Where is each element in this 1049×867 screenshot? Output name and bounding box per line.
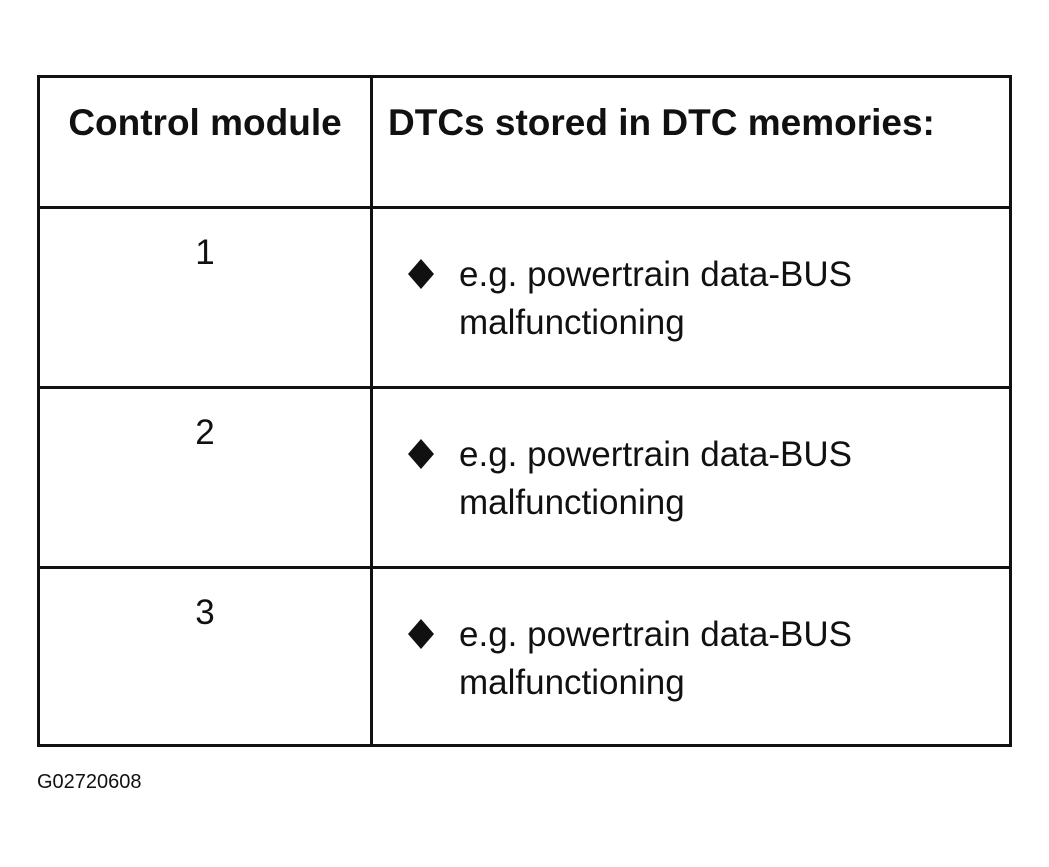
module-number: 3 [195,593,215,632]
table-row: 3 e.g. powertrain data-BUS malfunctionin… [40,569,1009,744]
diamond-bullet-icon [408,619,434,649]
dtc-description: e.g. powertrain data-BUS malfunctioning [459,615,852,702]
dtc-description: e.g. powertrain data-BUS malfunctioning [459,255,852,342]
table-header-row: Control module DTCs stored in DTC memori… [40,78,1009,209]
module-number: 1 [195,233,215,272]
dtc-description: e.g. powertrain data-BUS malfunctioning [459,435,852,522]
column-divider [370,78,373,206]
header-dtcs-stored: DTCs stored in DTC memories: [388,102,935,143]
header-control-module: Control module [68,102,342,143]
column-divider [370,389,373,566]
diamond-bullet-icon [408,439,434,469]
module-number: 2 [195,413,215,452]
table-row: 1 e.g. powertrain data-BUS malfunctionin… [40,209,1009,389]
column-divider [370,569,373,744]
dtc-table: Control module DTCs stored in DTC memori… [37,75,1012,747]
diamond-bullet-icon [408,259,434,289]
column-divider [370,209,373,386]
figure-code: G02720608 [37,771,142,793]
table-row: 2 e.g. powertrain data-BUS malfunctionin… [40,389,1009,569]
